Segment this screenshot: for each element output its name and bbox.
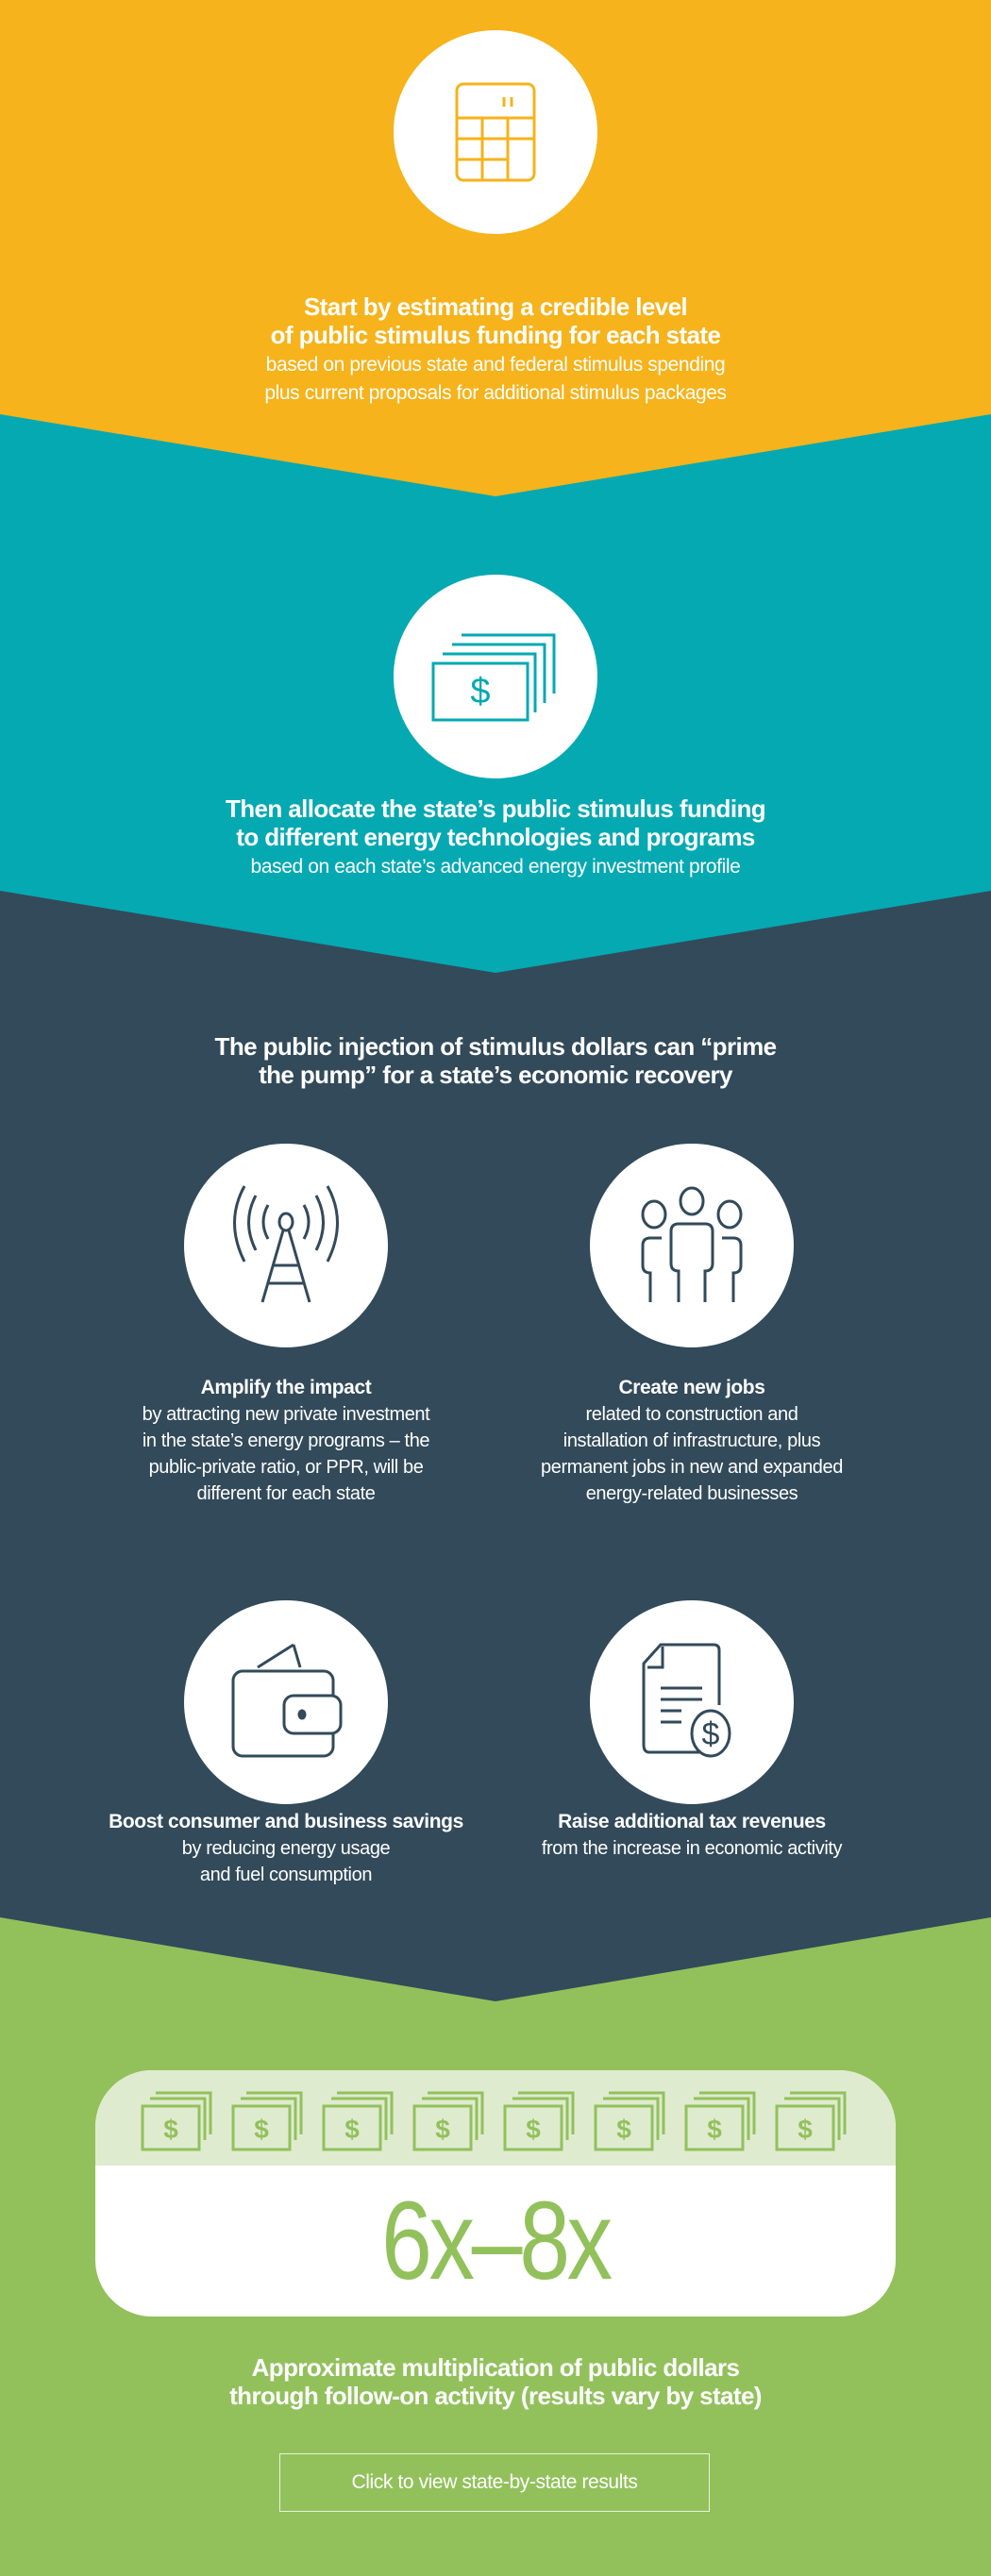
jobs-line: installation of infrastructure, plus — [563, 1430, 821, 1451]
multiplier-card: $ $ $ $ $ $ $ $ 6x–8x — [95, 2070, 896, 2317]
money-band — [95, 2070, 896, 2166]
people-icon-circle — [590, 1144, 794, 1347]
savings-line: by reducing energy usage — [181, 1838, 391, 1859]
result-caption: Approximate multiplication of public dol… — [94, 2353, 897, 2410]
step1-title-line2: of public stimulus funding for each stat… — [270, 321, 721, 349]
money-icon-row: $ $ $ $ $ $ $ $ — [95, 2070, 896, 2166]
view-state-results-button[interactable]: Click to view state-by-state results — [279, 2453, 710, 2512]
step2-title-line1: Then allocate the state’s public stimulu… — [225, 795, 766, 823]
step2-sub-line1: based on each state’s advanced energy in… — [250, 856, 741, 878]
svg-text:$: $ — [798, 2115, 813, 2144]
caption-line1: Approximate multiplication of public dol… — [251, 2353, 740, 2382]
jobs-title: Create new jobs — [618, 1377, 765, 1398]
svg-text:$: $ — [254, 2115, 269, 2144]
money-stack-icon: $ — [503, 2091, 577, 2153]
wallet-icon-circle — [184, 1600, 388, 1804]
money-stack-icon: $ — [231, 2091, 305, 2153]
tax-line: from the increase in economic activity — [541, 1838, 843, 1859]
tax-document-icon: $ — [642, 1643, 731, 1758]
jobs-line: energy-related businesses — [585, 1483, 798, 1504]
tax-title: Raise additional tax revenues — [558, 1811, 826, 1832]
step1-sub-line1: based on previous state and federal stim… — [265, 354, 726, 376]
svg-text:$: $ — [435, 2115, 450, 2144]
calculator-icon-circle — [394, 30, 597, 234]
money-stack-icon: $ — [594, 2091, 667, 2153]
amplify-title: Amplify the impact — [200, 1377, 372, 1398]
antenna-tower-icon — [233, 1185, 339, 1303]
step2-title-line2: to different energy technologies and pro… — [236, 823, 755, 851]
tax-icon-circle: $ — [590, 1600, 794, 1804]
step3-heading-line1: The public injection of stimulus dollars… — [214, 1032, 778, 1061]
tax-item: Raise additional tax revenues from the i… — [489, 1809, 895, 1862]
step1-sub-line2: plus current proposals for additional st… — [264, 382, 727, 404]
savings-title: Boost consumer and business savings — [109, 1811, 463, 1832]
svg-text:$: $ — [707, 2115, 722, 2144]
wallet-icon — [231, 1643, 343, 1758]
money-icon-circle: $ — [394, 575, 597, 778]
multiplier-value: 6x–8x — [381, 2179, 613, 2303]
svg-text:$: $ — [526, 2115, 541, 2144]
svg-text:$: $ — [702, 1716, 720, 1752]
jobs-line: permanent jobs in new and expanded — [541, 1457, 843, 1478]
amplify-item: Amplify the impact by attracting new pri… — [111, 1375, 461, 1507]
svg-text:$: $ — [470, 672, 490, 711]
svg-text:$: $ — [344, 2115, 360, 2144]
amplify-line: in the state’s energy programs – the — [142, 1430, 430, 1451]
antenna-icon-circle — [184, 1144, 388, 1347]
step1-text: Start by estimating a credible level of … — [94, 293, 897, 408]
money-stack-icon: $ — [141, 2091, 214, 2153]
amplify-line: public-private ratio, or PPR, will be — [148, 1457, 424, 1478]
savings-line: and fuel consumption — [199, 1865, 373, 1885]
svg-text:$: $ — [163, 2115, 178, 2144]
svg-text:$: $ — [616, 2115, 631, 2144]
step3-heading: The public injection of stimulus dollars… — [94, 1032, 897, 1089]
money-stack-icon: $ — [322, 2091, 395, 2153]
caption-line2: through follow-on activity (results vary… — [229, 2382, 762, 2410]
step3-heading-line2: the pump” for a state’s economic recover… — [259, 1061, 732, 1089]
people-group-icon — [641, 1186, 743, 1302]
money-stack-icon: $ — [775, 2091, 848, 2153]
money-stack-icon: $ — [684, 2091, 758, 2153]
jobs-line: related to construction and — [585, 1404, 798, 1425]
money-stack-icon: $ — [412, 2091, 486, 2153]
calculator-icon — [455, 82, 536, 182]
amplify-line: by attracting new private investment — [142, 1404, 430, 1425]
step2-text: Then allocate the state’s public stimulu… — [94, 795, 897, 881]
amplify-line: different for each state — [196, 1483, 376, 1504]
step1-title-line1: Start by estimating a credible level — [303, 293, 688, 321]
savings-item: Boost consumer and business savings by r… — [64, 1809, 508, 1888]
money-stack-icon: $ — [431, 633, 556, 722]
jobs-item: Create new jobs related to construction … — [517, 1375, 866, 1507]
